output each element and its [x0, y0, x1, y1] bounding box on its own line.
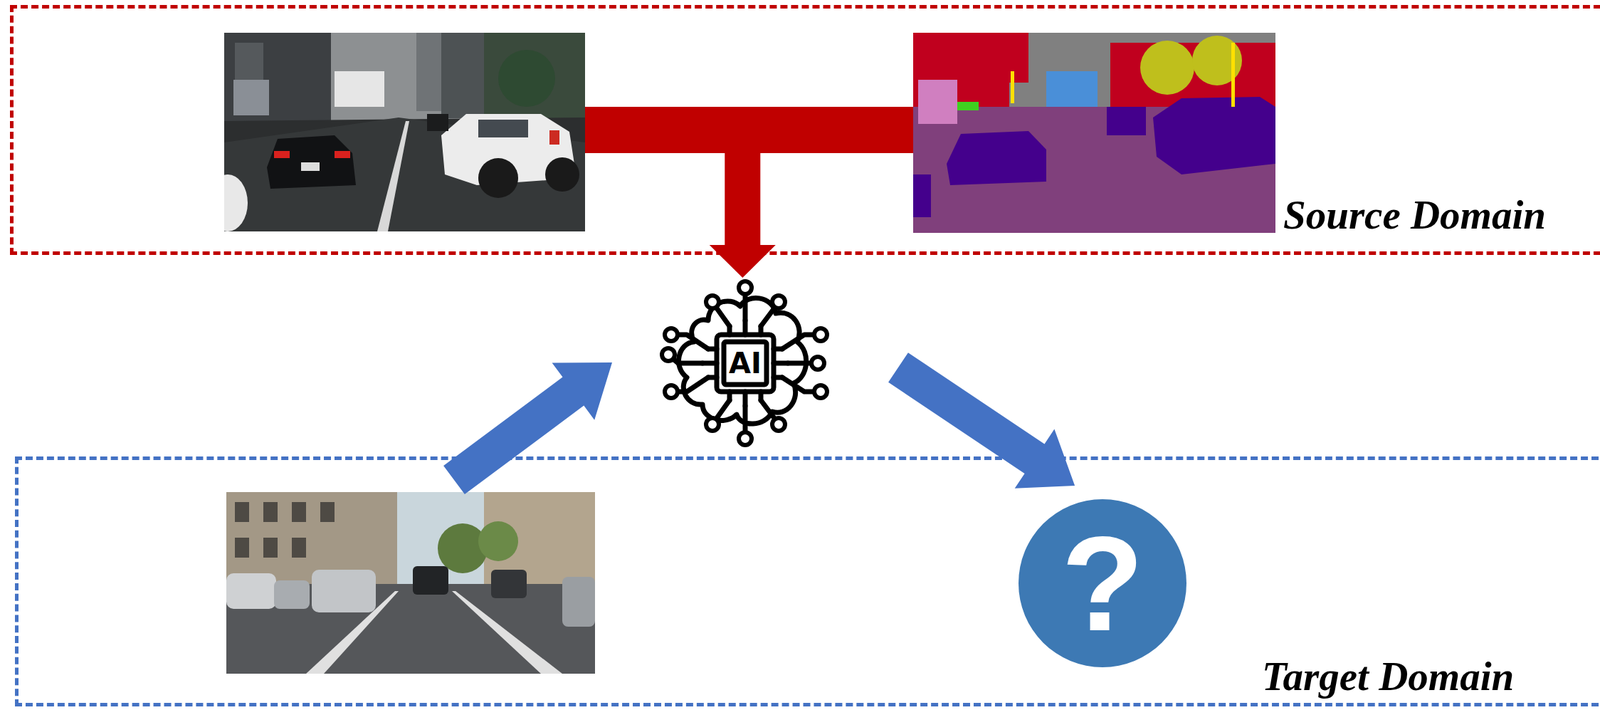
- block-arrow: [709, 153, 776, 278]
- block-arrow: [888, 352, 1075, 489]
- red-bar: [585, 106, 914, 154]
- unknown-output-circle: ?: [1018, 498, 1187, 667]
- source-photo: [224, 32, 586, 232]
- domain-title: Source Domain: [1283, 191, 1546, 238]
- target-photo: [226, 491, 596, 674]
- question-mark: ?: [1018, 498, 1187, 667]
- ai-model-icon: AI: [658, 277, 832, 450]
- chip-label: AI: [723, 341, 767, 385]
- segmentation-map: [913, 32, 1276, 233]
- domain-title: Target Domain: [1261, 652, 1514, 699]
- block-arrow: [443, 362, 613, 494]
